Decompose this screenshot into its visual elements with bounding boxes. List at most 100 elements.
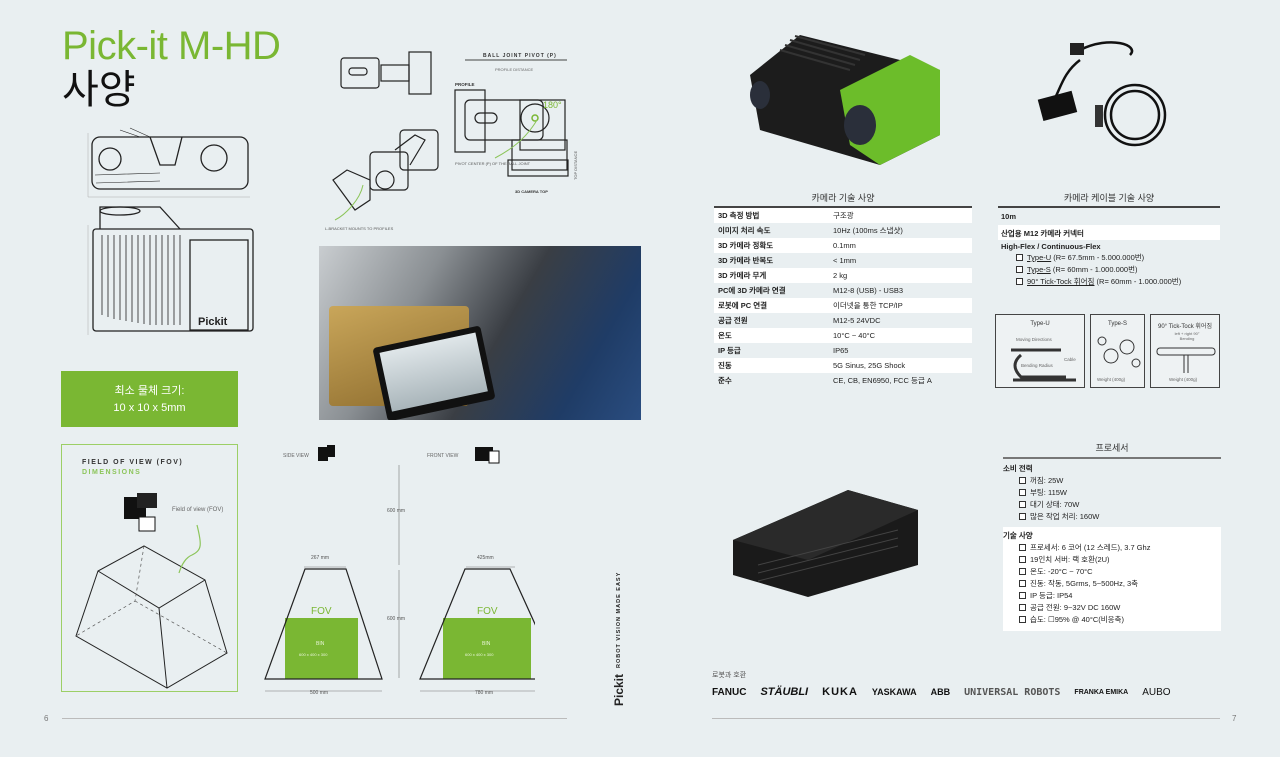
camera-product-photo	[750, 35, 940, 165]
option-name: Type-S	[1027, 265, 1051, 274]
camera-specs-title: 카메라 기술 사양	[811, 193, 875, 203]
checkbox-icon	[1016, 266, 1023, 273]
min-object-value: 10 x 10 x 5mm	[113, 402, 186, 414]
tick-tock-diagram: 90° Tick-Tock 휘어짐 left + right 90° Bendi…	[1150, 314, 1220, 388]
cable-label: Cable	[1064, 357, 1076, 362]
spec-key: PC에 3D 카메라 연결	[718, 286, 786, 295]
page-subtitle: 사양	[62, 67, 136, 113]
type-u-label: Type-U	[1030, 321, 1050, 327]
option-name: 90° Tick-Tock 휘어짐	[1027, 277, 1095, 286]
power-item: 부팅: 115W	[1003, 487, 1221, 499]
cable-specs: 10m 산업용 M12 카메라 커넥터 High-Flex / Continuo…	[998, 212, 1220, 288]
profile-label: PROFILE	[455, 82, 475, 87]
tech-specs-panel	[1003, 527, 1221, 631]
ball-joint-drawing: BALL JOINT PIVOT (P) PROFILE DISTANCE PR…	[325, 51, 578, 231]
footer-rule-right	[712, 718, 1220, 719]
tech-item: 프로세서: 6 코어 (12 스레드), 3.7 Ghz	[1003, 542, 1221, 554]
tick-tock-label: 90° Tick-Tock 휘어짐	[1158, 324, 1212, 330]
angle-label: 180°	[543, 100, 562, 110]
front-top-width: 425mm	[477, 555, 494, 561]
l-bracket-label: L-BRACKET MOUNTS TO PROFILES	[325, 226, 394, 231]
type-u-diagram: Type-U Moving Directions Cable Bending R…	[995, 314, 1085, 388]
spec-key: 3D 측정 방법	[718, 211, 760, 220]
bending-label: left + right 90° Bending	[1174, 331, 1200, 341]
checkbox-icon	[1019, 477, 1026, 484]
side-bin-label: BIN	[316, 641, 325, 647]
tech-item: 공급 전원: 9~32V DC 160W	[1003, 602, 1221, 614]
tech-item-text: 진동: 작동, 5Grms, 5~500Hz, 3축	[1030, 579, 1139, 588]
checkbox-icon	[1019, 592, 1026, 599]
tech-item: IP 등급: IP54	[1003, 590, 1221, 602]
top-distance-label: TOP DISTANCE	[573, 151, 578, 180]
spec-value: 0.1mm	[833, 241, 856, 250]
footer-rule-left	[62, 718, 567, 719]
camera-top-label: 3D CAMERA TOP	[515, 189, 548, 194]
tech-item-text: 19인치 서버: 랙 호환(2U)	[1030, 555, 1110, 564]
checkbox-icon	[1019, 501, 1026, 508]
height-top-label: 600 mm	[387, 508, 405, 514]
spec-key: 3D 카메라 정확도	[718, 241, 774, 250]
side-bottom-width: 500 mm	[310, 690, 328, 696]
type-s-diagram: Type-S Weight (400g)	[1090, 314, 1145, 388]
camera-specs-rule	[714, 206, 972, 208]
camera-technical-drawing: Pickit	[87, 127, 254, 335]
pickit-logo: Pickit	[612, 673, 626, 706]
spec-row: 온도 10°C ~ 40°C	[714, 328, 972, 343]
brand-logo: ABB	[930, 687, 951, 697]
spec-key: 3D 카메라 무게	[718, 271, 767, 280]
brand-logo: YASKAWA	[871, 687, 917, 697]
checkbox-icon	[1019, 489, 1026, 496]
option-name: Type-U	[1027, 253, 1052, 262]
power-item-text: 부팅: 115W	[1030, 488, 1068, 497]
checkbox-icon	[1019, 556, 1026, 563]
height-bottom-label: 600 mm	[387, 616, 405, 622]
checkbox-icon	[1019, 580, 1026, 587]
usage-photo	[319, 246, 641, 420]
tech-item-text: 온도: -20°C ~ 70°C	[1030, 567, 1093, 576]
brand-logo: UNIVERSAL ROBOTS	[964, 686, 1061, 698]
cable-connector: 산업용 M12 카메라 커넥터	[998, 225, 1220, 240]
front-bin-label: BIN	[482, 641, 491, 647]
front-bin-size: 600 x 400 x 300	[465, 652, 494, 657]
tech-item-text: 습도: ☐95% @ 40°C(비응축)	[1030, 615, 1124, 624]
checkbox-icon	[1019, 544, 1026, 551]
tech-item-text: 공급 전원: 9~32V DC 160W	[1030, 603, 1121, 612]
tech-item-text: 프로세서: 6 코어 (12 스레드), 3.7 Ghz	[1030, 543, 1151, 552]
power-item-text: 꺼짐: 25W	[1030, 476, 1064, 485]
bending-radius-label: Bending Radius	[1021, 363, 1053, 368]
spec-value: 10°C ~ 40°C	[833, 331, 876, 340]
brand-logo: FRANKA EMIKA	[1074, 688, 1129, 696]
weight-label: Weight (400g)	[1097, 377, 1126, 382]
processor-title: 프로세서	[1095, 443, 1129, 453]
fov-pyramid-drawing	[75, 493, 228, 689]
tech-item: 19인치 서버: 랙 호환(2U)	[1003, 554, 1221, 566]
spec-value: 이더넷을 통한 TCP/IP	[833, 301, 903, 310]
side-bin	[285, 618, 358, 679]
cable-specs-title: 카메라 케이블 기술 사양	[1063, 193, 1155, 203]
checkbox-icon	[1019, 616, 1026, 623]
tech-title: 기술 사양	[1003, 531, 1033, 540]
spec-value: 2 kg	[833, 271, 848, 280]
tech-item: 습도: ☐95% @ 40°C(비응축)	[1003, 614, 1221, 626]
brand-logo: AUBO	[1142, 686, 1171, 698]
side-fov-label: FOV	[311, 606, 332, 617]
spec-value: 5G Sinus, 25G Shock	[833, 361, 906, 370]
cable-option: Type-U (R= 67.5mm - 5.000.000번)	[998, 252, 1220, 264]
spec-key: 로봇에 PC 연결	[718, 301, 768, 310]
option-detail: (R= 60mm - 1.000.000번)	[1094, 277, 1182, 286]
spec-value: CE, CB, EN6950, FCC 등급 A	[833, 376, 932, 385]
spec-value: IP65	[833, 346, 849, 355]
fov-subheading: DIMENSIONS	[82, 469, 142, 476]
spec-key: 온도	[718, 331, 732, 340]
ball-joint-label: BALL JOINT PIVOT (P)	[483, 53, 557, 59]
spec-row: 3D 카메라 무게 2 kg	[714, 268, 972, 283]
spec-row: 로봇에 PC 연결 이더넷을 통한 TCP/IP	[714, 298, 972, 313]
power-item: 꺼짐: 25W	[1003, 475, 1221, 487]
